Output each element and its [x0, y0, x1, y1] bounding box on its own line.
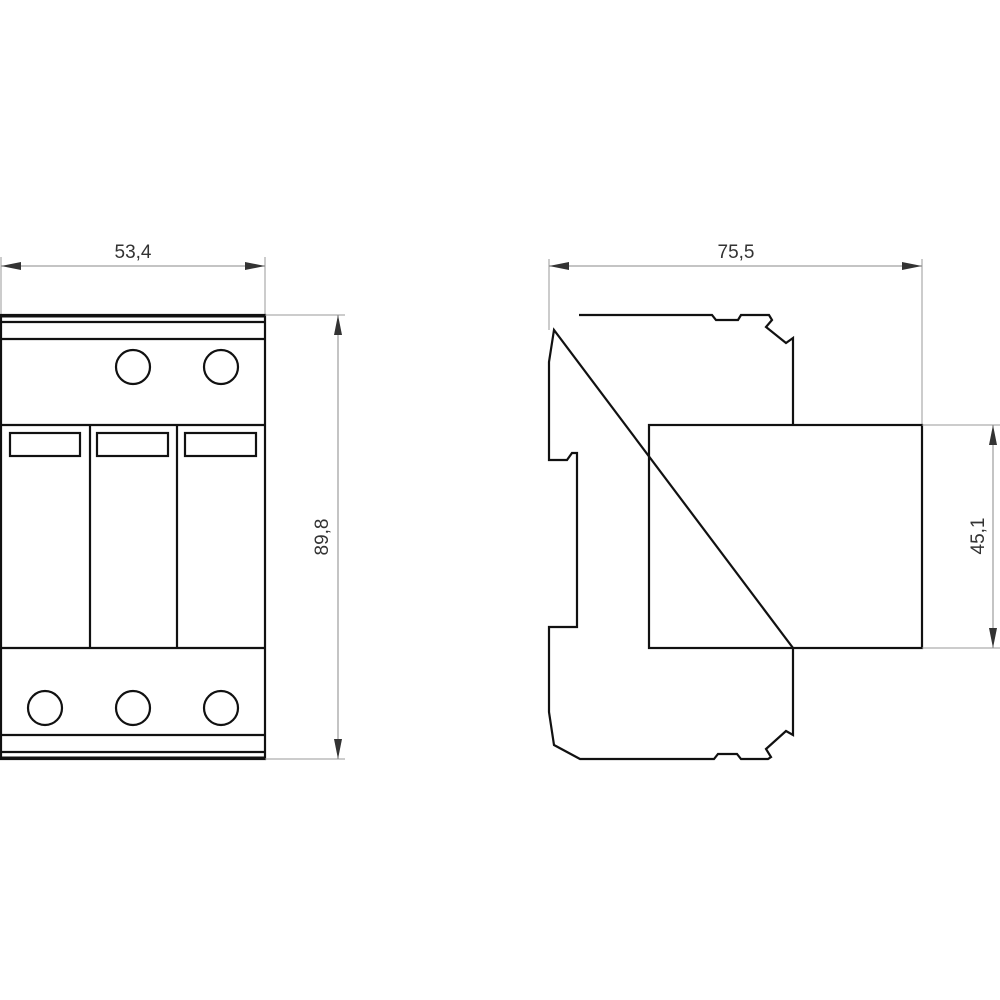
width-dimension: 53,4	[0, 242, 266, 315]
terminal-screw-icon	[26, 689, 64, 727]
front-height-dimension: 45,1	[922, 424, 1000, 649]
side-view: 75,5 45,1	[547, 242, 1000, 761]
terminal-screw-icon	[114, 689, 152, 727]
module-window-1	[8, 431, 82, 458]
module-windows	[8, 431, 258, 458]
housing-profile	[547, 313, 795, 761]
module-window-2	[95, 431, 170, 458]
terminal-screw-icon	[114, 348, 152, 386]
depth-dimension: 75,5	[548, 242, 923, 426]
front-face	[647, 423, 924, 650]
width-label: 53,4	[115, 242, 152, 263]
height-dimension: 89,8	[265, 314, 345, 760]
terminal-screws	[26, 348, 240, 727]
front-view: 53,4	[0, 242, 345, 761]
terminal-screw-icon	[202, 689, 240, 727]
device-body	[0, 313, 267, 761]
front-height-label: 45,1	[968, 518, 989, 555]
depth-label: 75,5	[718, 242, 755, 263]
terminal-screw-icon	[202, 348, 240, 386]
module-window-3	[183, 431, 258, 458]
height-label: 89,8	[312, 519, 333, 556]
